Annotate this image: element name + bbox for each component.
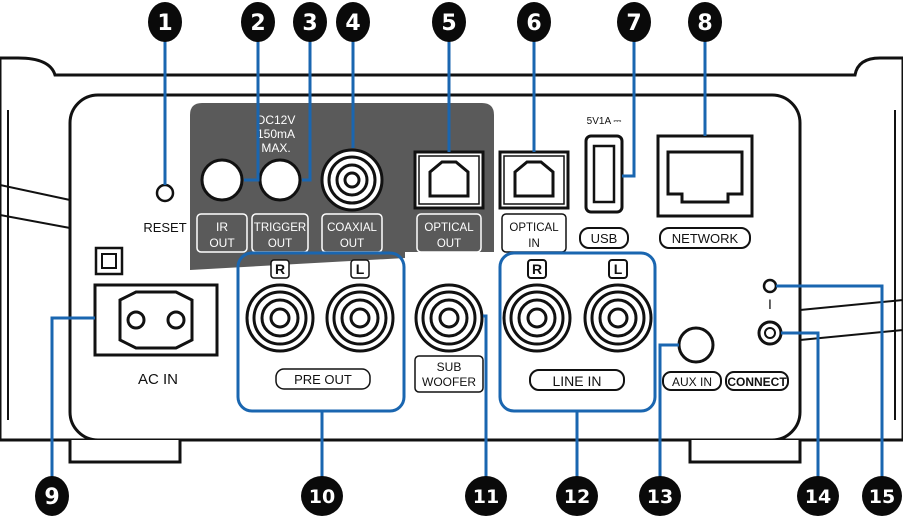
callout-number-7: 7 [626,11,641,36]
network-port [656,134,754,218]
callout-marker-5: 5 [432,2,466,42]
callout-number-5: 5 [441,11,456,36]
callout-number-11: 11 [473,486,499,508]
reset-button [155,183,175,203]
subwoofer-label-box [414,355,484,393]
usb-power-label: 5V1A ⎓ [587,116,622,127]
pre-out-label-box [275,368,371,390]
dc-label-line1: DC12V [257,113,296,127]
dc-label-line3: MAX. [261,141,290,155]
trigger-out-jack [258,158,302,202]
optical-out-label-line1: OPTICAL [424,222,474,234]
callout-marker-3: 3 [293,2,327,42]
pre-out-r-badge [270,259,290,279]
callout-number-2: 2 [250,11,265,36]
pre-out-l-label: L [356,261,365,277]
trigger-out-label-line1: TRIGGER [254,222,306,234]
optical-in-port [498,150,570,210]
callout-marker-11: 11 [465,476,507,516]
connect-led [762,278,778,294]
callout-number-4: 4 [345,11,360,36]
callout-marker-4: 4 [336,2,370,42]
optical-out-label-box [416,213,482,253]
pre-out-r-jack [245,283,315,353]
callout-marker-2: 2 [241,2,275,42]
connect-button [757,320,783,346]
connect-label-box [725,371,789,391]
connect-indicator-mark: I [768,296,772,312]
line-in-label-box [529,369,625,391]
line-in-l-jack [583,283,653,353]
callout-number-1: 1 [157,11,172,36]
subwoofer-jack [414,283,484,353]
line-in-r-label: R [532,261,542,277]
pre-out-r-label: R [275,261,285,277]
coaxial-out-label-line2: OUT [340,238,364,250]
callout-number-6: 6 [526,11,541,36]
coaxial-out-label-line1: COAXIAL [327,222,377,234]
ac-in-label: AC IN [138,371,178,388]
ir-out-label-line2: OUT [209,236,235,250]
line-in-label: LINE IN [552,373,601,389]
optical-in-label-line1: OPTICAL [509,222,559,234]
callout-marker-14: 14 [797,476,839,516]
ir-out-label-box [196,213,248,253]
callout-number-8: 8 [697,11,712,36]
callout-marker-7: 7 [617,2,651,42]
line-in-r-badge [527,259,547,279]
subwoofer-label-line2: WOOFER [422,375,476,389]
coaxial-out-jack [320,148,384,212]
pre-out-l-badge [350,259,370,279]
callout-marker-8: 8 [688,2,722,42]
callout-number-10: 10 [309,486,335,508]
callout-number-3: 3 [302,11,317,36]
callout-number-12: 12 [564,486,590,508]
line-in-l-label: L [614,261,623,277]
usb-label: USB [591,231,618,246]
callout-number-13: 13 [647,486,673,508]
ac-inlet [93,283,219,357]
callout-marker-15: 15 [862,476,902,516]
optical-out-label-line2: OUT [437,238,461,250]
aux-in-label: AUX IN [672,375,712,389]
line-in-r-jack [502,283,572,353]
line-in-l-badge [608,259,628,279]
aux-in-label-box [662,371,722,391]
ir-out-label-line1: IR [216,220,228,234]
callout-number-14: 14 [805,486,831,508]
usb-port [584,134,624,214]
aux-in-jack [677,326,715,364]
pre-out-label: PRE OUT [294,372,352,387]
network-label-box [659,227,751,249]
connect-label: CONNECT [727,375,787,389]
callout-marker-9: 9 [35,476,69,516]
optical-out-port [413,150,485,210]
ir-out-jack [200,158,244,202]
callout-marker-12: 12 [556,476,598,516]
class-ii-symbol [94,246,124,276]
callout-marker-13: 13 [639,476,681,516]
callout-marker-6: 6 [517,2,551,42]
subwoofer-label-line1: SUB [437,360,462,374]
dc-label-line2: 150mA [257,127,295,141]
optical-in-label-line2: IN [528,238,540,250]
usb-label-box [579,227,629,249]
reset-label: RESET [143,220,186,235]
callout-marker-10: 10 [301,476,343,516]
trigger-out-label-line2: OUT [268,238,292,250]
callout-lines [50,40,884,478]
callout-number-9: 9 [44,485,59,510]
callout-number-15: 15 [869,486,895,508]
callout-marker-1: 1 [148,2,182,42]
pre-out-l-jack [325,283,395,353]
network-label: NETWORK [672,231,739,246]
